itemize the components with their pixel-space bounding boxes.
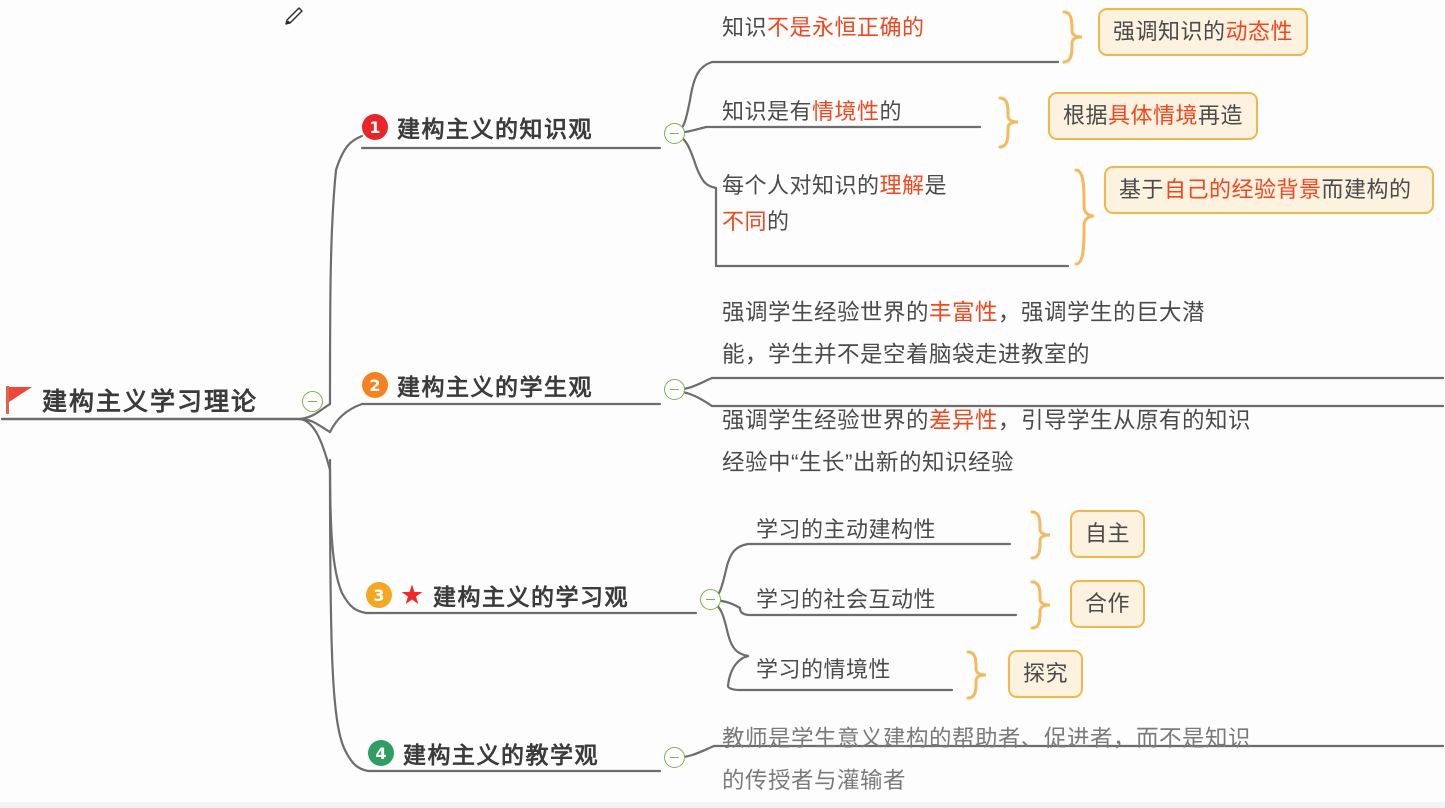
leaf-text-plain: 的 [767,209,790,234]
branch-badge-4: 4 [368,740,394,766]
leaf-text-highlight: 差异性 [929,408,999,433]
leaf-text-plain: 经验中“生长”出新的知识经验 [722,450,1014,475]
leaf-node-1-2[interactable]: 知识是有情境性的 [722,94,902,130]
boxed-text-plain: 基于 [1119,177,1165,202]
leaf-text-plain: 强调学生经验世界的 [722,300,930,325]
leaf-text-plain: ，引导学生从原有的知识 [998,408,1252,433]
root-node[interactable]: 建构主义学习理论 [6,382,258,418]
boxed-text-plain: 探究 [1023,661,1069,686]
boxed-text-plain: 强调知识的 [1113,19,1226,44]
leaf-text-plain: 的 [879,99,903,124]
red-flag-icon [6,386,32,414]
leaf-text-plain: 的传授者与灌输者 [722,768,907,793]
boxed-node-1-1[interactable]: 强调知识的动态性 [1098,8,1309,56]
boxed-node-1-3[interactable]: 基于自己的经验背景而建构的 [1104,166,1434,214]
leaf-node-2-1[interactable]: 强调学生经验世界的丰富性，强调学生的巨大潜能，学生并不是空着脑袋走进教室的 [722,292,1422,376]
branch-3-collapse-toggle[interactable] [700,589,721,610]
leaf-text-plain: 学习的主动建构性 [756,517,937,542]
leaf-node-4-1[interactable]: 教师是学生意义建构的帮助者、促进者，而不是知识的传授者与灌输者 [722,718,1422,802]
leaf-text-highlight: 不同 [722,209,768,234]
leaf-text-plain: 学习的社会互动性 [756,587,937,612]
leaf-text-plain: 能，学生并不是空着脑袋走进教室的 [722,342,1091,367]
leaf-text-highlight: 不是永恒正确的 [767,15,925,40]
root-collapse-toggle[interactable] [302,391,323,412]
leaf-text-highlight: 情境性 [812,99,880,124]
leaf-node-2-2[interactable]: 强调学生经验世界的差异性，引导学生从原有的知识经验中“生长”出新的知识经验 [722,400,1432,484]
boxed-text-plain: 合作 [1085,591,1131,616]
bottom-edge-strip [0,802,1445,808]
root-label: 建构主义学习理论 [42,388,259,416]
leaf-text-plain: 知识 [722,15,768,40]
branch-label-1: 建构主义的知识观 [397,116,593,142]
branch-badge-3: 3 [366,582,392,608]
leaf-node-3-3[interactable]: 学习的情境性 [756,652,891,688]
boxed-text-plain: 自主 [1085,521,1131,546]
boxed-node-3-2[interactable]: 合作 [1070,580,1146,628]
branch-badge-2: 2 [362,372,388,398]
leaf-text-plain: 知识是有 [722,99,813,124]
boxed-text-plain: 再造 [1198,103,1244,128]
leaf-text-plain: 每个人对知识的 [722,173,880,198]
branch-2-collapse-toggle[interactable] [664,379,685,400]
leaf-text-plain: 学习的情境性 [756,657,892,682]
branch-label-4: 建构主义的教学观 [403,742,599,768]
boxed-text-plain: 根据 [1063,103,1109,128]
branch-node-1[interactable]: 1 建构主义的知识观 [362,110,593,144]
pencil-cursor [285,7,303,25]
leaf-text-highlight: 理解 [879,173,925,198]
leaf-text-plain: 教师是学生意义建构的帮助者、促进者，而不是知识 [722,726,1252,751]
branch-label-3: 建构主义的学习观 [433,584,629,610]
boxed-text-highlight: 具体情境 [1108,103,1199,128]
leaf-text-plain: ，强调学生的巨大潜 [998,300,1206,325]
branch-node-2[interactable]: 2 建构主义的学生观 [362,368,593,402]
boxed-text-highlight: 自己的经验背景 [1164,177,1322,202]
leaf-node-3-2[interactable]: 学习的社会互动性 [756,582,936,618]
boxed-text-highlight: 动态性 [1225,19,1294,44]
boxed-node-3-3[interactable]: 探究 [1008,650,1084,698]
branch-4-collapse-toggle[interactable] [664,747,685,768]
leaf-node-1-1[interactable]: 知识不是永恒正确的 [722,10,925,46]
boxed-node-3-1[interactable]: 自主 [1070,510,1146,558]
leaf-text-plain: 强调学生经验世界的 [722,408,930,433]
branch-node-3[interactable]: 3 ★ 建构主义的学习观 [366,578,629,612]
boxed-text-plain: 而建构的 [1321,177,1412,202]
red-star-icon: ★ [399,579,425,610]
branch-1-collapse-toggle[interactable] [664,123,685,144]
branch-label-2: 建构主义的学生观 [397,374,593,400]
boxed-node-1-2[interactable]: 根据具体情境再造 [1048,92,1259,140]
leaf-node-1-3[interactable]: 每个人对知识的理解是不同的 [722,168,1072,240]
leaf-text-plain: 是 [924,173,948,198]
branch-node-4[interactable]: 4 建构主义的教学观 [368,736,599,770]
leaf-node-3-1[interactable]: 学习的主动建构性 [756,512,936,548]
branch-badge-1: 1 [362,114,388,140]
leaf-text-highlight: 丰富性 [929,300,999,325]
